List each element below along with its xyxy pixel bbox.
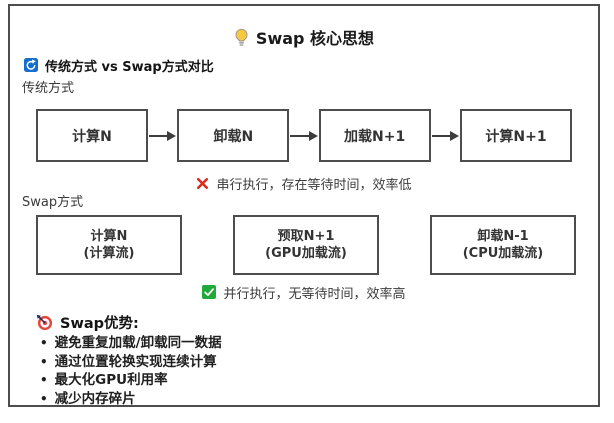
stream-subtitle: (计算流)	[83, 246, 135, 261]
advantages-heading-text: Swap优势:	[60, 315, 139, 332]
stream-subtitle: (CPU加载流)	[462, 246, 544, 261]
stream-title: 计算N	[90, 229, 128, 244]
traditional-label: 传统方式	[22, 81, 75, 96]
swap-verdict-text: 并行执行，无等待时间，效率高	[223, 286, 406, 302]
page-title: Swap 核心思想	[10, 26, 598, 48]
swap-streams: 计算N (计算流) 预取N+1 (GPU加载流) 卸载N-1 (CPU加载流)	[10, 215, 598, 275]
advantages-heading: Swap优势:	[36, 312, 598, 332]
flow-step-compute-n: 计算N	[36, 109, 148, 162]
advantage-item: 避免重复加载/卸载同一数据	[40, 334, 598, 353]
traditional-verdict-text: 串行执行，存在等待时间，效率低	[216, 177, 412, 193]
comparison-heading-text: 传统方式 vs Swap方式对比	[45, 59, 214, 75]
diagram-frame: Swap 核心思想 传统方式 vs Swap方式对比 传统方式 计算N 卸载N …	[8, 4, 600, 407]
traditional-flow: 计算N 卸载N 加载N+1 计算N+1	[10, 109, 598, 162]
comparison-heading: 传统方式 vs Swap方式对比	[24, 56, 598, 75]
swap-label: Swap方式	[22, 195, 84, 210]
flow-arrow-icon	[290, 130, 319, 141]
flow-step-offload-n: 卸载N	[177, 109, 290, 162]
target-icon	[36, 314, 53, 331]
flow-step-compute-n1: 计算N+1	[459, 109, 572, 162]
stream-title: 预取N+1	[277, 229, 335, 244]
advantage-item: 通过位置轮换实现连续计算	[40, 353, 598, 372]
check-icon	[202, 285, 217, 299]
cross-icon	[196, 177, 209, 190]
stream-box-prefetch: 预取N+1 (GPU加载流)	[233, 215, 379, 275]
page-title-text: Swap 核心思想	[255, 29, 375, 48]
flow-arrow-icon	[431, 130, 460, 141]
flow-step-load-n1: 加载N+1	[318, 109, 431, 162]
stream-subtitle: (GPU加载流)	[265, 246, 347, 261]
advantages-list: 避免重复加载/卸载同一数据 通过位置轮换实现连续计算 最大化GPU利用率 减少内…	[40, 334, 598, 406]
flow-arrow-icon	[149, 130, 177, 141]
advantage-item: 最大化GPU利用率	[40, 371, 598, 390]
stream-box-offload: 卸载N-1 (CPU加载流)	[430, 215, 576, 275]
traditional-verdict: 串行执行，存在等待时间，效率低	[10, 174, 598, 193]
swap-verdict: 并行执行，无等待时间，效率高	[10, 283, 598, 302]
stream-box-compute: 计算N (计算流)	[36, 215, 182, 275]
stream-title: 卸载N-1	[477, 229, 529, 244]
lightbulb-icon	[234, 28, 249, 47]
refresh-icon	[24, 58, 38, 72]
advantage-item: 减少内存碎片	[40, 390, 598, 406]
